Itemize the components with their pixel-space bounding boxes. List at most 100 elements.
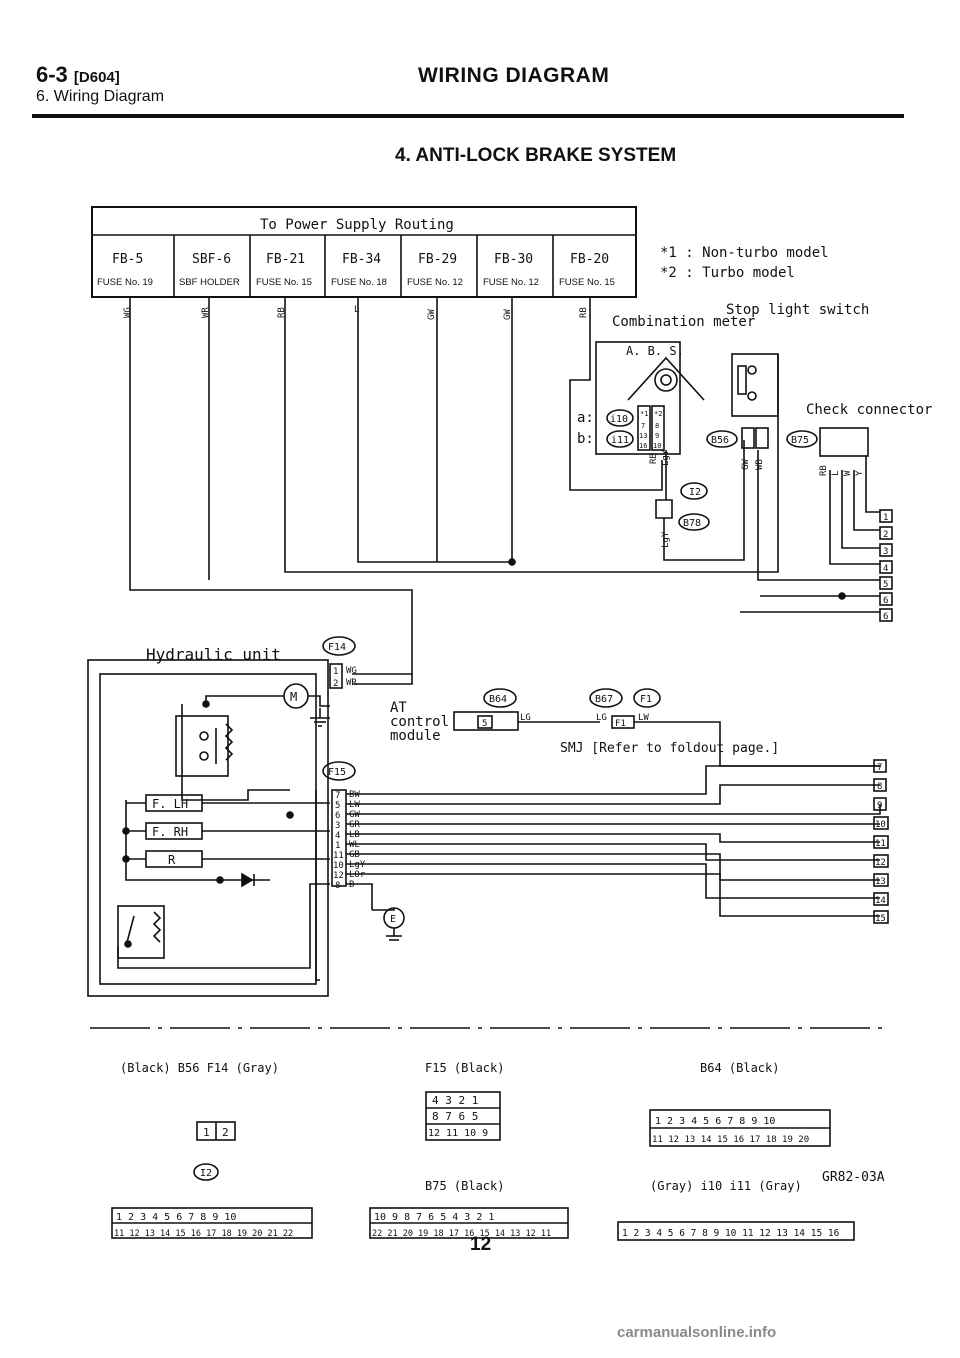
f14-pin: 1 — [333, 667, 338, 677]
at-control-module-full: AT control module — [900, 8, 911, 11]
smj-wire: LW — [638, 713, 649, 723]
abs-warning-lamp — [654, 368, 678, 392]
f15-wire: LW — [349, 800, 360, 810]
f15-pin: 1 — [335, 841, 340, 851]
stop-wire: WB — [755, 459, 765, 470]
f15-wire: BW — [349, 790, 360, 800]
hydraulic-unit: Hydraulic unit F14 1 2 WG WR M F. LH F. … — [87, 636, 413, 997]
meter-pin: 16 — [639, 442, 647, 450]
power-routing-box: To Power Supply Routing FB-5 SBF-6 FB-21… — [91, 206, 637, 320]
connector-B75: B75 — [791, 435, 809, 446]
view-pin-row: 8 7 6 5 — [432, 1110, 478, 1123]
f15-pin: 8 — [335, 881, 340, 891]
meter-conn-b-label: b: — [577, 431, 594, 447]
ref-14: 14 — [875, 896, 886, 906]
power-routing-title: To Power Supply Routing — [260, 217, 454, 233]
view-pin-row: 11 12 13 14 15 16 17 18 19 20 21 22 — [114, 1229, 293, 1239]
fuse-wire-label: WR — [201, 307, 211, 318]
view-pin-row: 1 2 3 4 5 6 7 8 9 10 11 12 13 14 15 16 — [622, 1228, 840, 1239]
f15-pin: 5 — [335, 801, 340, 811]
smj-pin: F1 — [615, 719, 626, 729]
smj-wire: LG — [596, 713, 607, 723]
note-non-turbo: *1 : Non-turbo model — [660, 245, 829, 261]
combination-meter-label: Combination meter — [612, 314, 755, 330]
at-control-module: AT control module AT control module B64 … — [390, 8, 911, 767]
off-page-refs: 1 2 3 4 5 6 6 7 8 9 10 11 12 13 14 15 — [873, 509, 893, 924]
f15-connector: F15 7 5 6 3 4 1 11 10 12 8 BW LW GW GR L… — [315, 761, 881, 981]
connector-B67: B67 — [595, 694, 613, 705]
connector-F15: F15 — [328, 767, 346, 778]
stop-wire: GW — [741, 459, 751, 470]
relay-symbol — [175, 715, 229, 777]
ref-5: 5 — [883, 580, 888, 590]
diagram-code: GR82-03A — [822, 1170, 885, 1185]
combination-meter: Combination meter A. B. S. a: b: i10 i11… — [577, 314, 755, 561]
meter-pin: 9 — [655, 432, 659, 440]
ref-13: 13 — [875, 877, 886, 887]
fuse-wire-label: L — [354, 305, 359, 315]
f15-wire: GW — [349, 810, 360, 820]
meter-pin: 8 — [655, 422, 659, 430]
fuse-sub: FUSE No. 12 — [483, 277, 539, 288]
connector-B64: B64 — [489, 694, 507, 705]
ground-E: E — [390, 914, 396, 925]
fuse-wire-label: WG — [123, 307, 133, 318]
page-title: WIRING DIAGRAM — [418, 64, 610, 87]
fuse-wire-label: RB — [277, 307, 287, 318]
f15-wire: WL — [349, 840, 360, 850]
fuse-name: FB-30 — [494, 252, 533, 267]
ref-12: 12 — [875, 858, 886, 868]
view-pin-row: 1 2 3 4 5 6 7 8 9 10 — [116, 1212, 236, 1223]
check-wire: RB — [819, 465, 829, 476]
section-title: 4. ANTI-LOCK BRAKE SYSTEM — [395, 145, 677, 166]
stop-light-switch: Stop light switch B56 GW WB — [706, 302, 880, 581]
f14-pin: 2 — [333, 679, 338, 689]
valve-label: R — [168, 853, 176, 867]
f15-wire: LOr — [349, 870, 366, 880]
ref-4: 4 — [883, 564, 888, 574]
fuse-name: SBF-6 — [192, 252, 231, 267]
fuse-sub: FUSE No. 19 — [97, 277, 153, 288]
view-pin-row: 4 3 2 1 — [432, 1094, 478, 1107]
view-label: B75 (Black) — [425, 1179, 504, 1193]
ref-15: 15 — [875, 914, 886, 924]
f14-wire: WR — [346, 678, 357, 688]
meter-pin: *1 — [640, 410, 648, 418]
ref-3: 3 — [883, 547, 888, 557]
view-pin-row: 10 9 8 7 6 5 4 3 2 1 — [374, 1212, 494, 1223]
f15-pin: 4 — [335, 831, 340, 841]
svg-text:M: M — [290, 690, 297, 704]
fuse-wire-label: GW — [427, 309, 437, 320]
connector-B56: B56 — [711, 435, 729, 446]
at-wire: LG — [520, 713, 531, 723]
fuse-name: FB-21 — [266, 252, 305, 267]
f15-pin: 7 — [335, 791, 340, 801]
f15-pin: 3 — [335, 821, 340, 831]
hydraulic-unit-label: Hydraulic unit — [146, 645, 281, 664]
valve-label: F. RH — [152, 825, 188, 839]
f15-pin: 12 — [333, 871, 344, 881]
fuse-sub: FUSE No. 15 — [559, 277, 615, 288]
fuse-wire-label: RB — [579, 307, 589, 318]
view-label: (Gray) i10 i11 (Gray) — [650, 1179, 802, 1193]
note-turbo: *2 : Turbo model — [660, 265, 795, 281]
view-pin-row: 22 21 20 19 18 17 16 15 14 13 12 11 — [372, 1229, 551, 1239]
check-connector-label: Check connector — [806, 402, 932, 418]
ref-6b: 6 — [883, 612, 888, 622]
view-label: I2 — [200, 1168, 212, 1179]
f15-wire: B — [349, 880, 354, 890]
header-subtitle: 6. Wiring Diagram — [36, 88, 165, 105]
ref-6: 6 — [883, 596, 888, 606]
connector-I2: I2 — [689, 487, 701, 498]
fuse-wire-label: GW — [503, 309, 513, 320]
meter-wire: RB — [649, 453, 659, 464]
fuse-name: FB-20 — [570, 252, 609, 267]
header-section-code: 6-3 [D604] — [36, 62, 120, 87]
f14-wire: WG — [346, 666, 357, 676]
view-pin-row: 12 11 10 9 — [428, 1128, 488, 1139]
f15-wire: GB — [349, 850, 360, 860]
ref-9: 9 — [877, 801, 882, 811]
power-feed-wires — [129, 297, 779, 675]
svg-text:control: control — [390, 714, 449, 730]
